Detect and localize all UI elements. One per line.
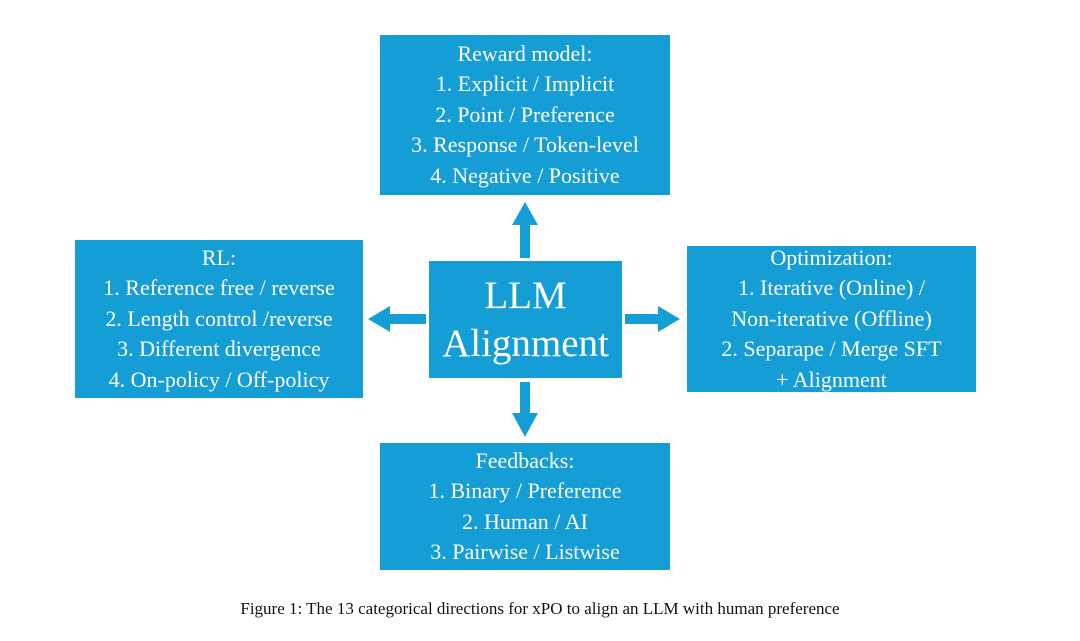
arrow-right: [625, 306, 680, 332]
reward-model-box: Reward model: 1. Explicit / Implicit 2. …: [380, 35, 670, 195]
optimization-heading: Optimization:: [770, 244, 893, 270]
reward-model-item: 1. Explicit / Implicit: [435, 71, 615, 97]
feedbacks-item: 1. Binary / Preference: [428, 478, 622, 503]
feedbacks-box: Feedbacks: 1. Binary / Preference 2. Hum…: [380, 443, 670, 570]
figure-caption: Figure 1: The 13 categorical directions …: [240, 599, 840, 618]
center-title-line: Alignment: [442, 321, 609, 365]
reward-model-item: 3. Response / Token-level: [411, 132, 639, 158]
rl-box: RL: 1. Reference free / reverse 2. Lengt…: [75, 240, 363, 398]
llm-alignment-box: LLM Alignment: [429, 261, 622, 378]
feedbacks-item: 3. Pairwise / Listwise: [430, 539, 620, 564]
arrow-up: [512, 202, 538, 258]
rl-item: 3. Different divergence: [117, 336, 321, 362]
reward-model-item: 4. Negative / Positive: [430, 162, 620, 188]
reward-model-heading: Reward model:: [457, 40, 593, 66]
feedbacks-heading: Feedbacks:: [475, 447, 575, 473]
optimization-box: Optimization: 1. Iterative (Online) / No…: [687, 244, 976, 392]
optimization-item: 1. Iterative (Online) /: [738, 275, 925, 301]
rl-item: 2. Length control /reverse: [105, 305, 333, 331]
optimization-item: + Alignment: [776, 366, 887, 392]
feedbacks-item: 2. Human / AI: [462, 508, 588, 534]
center-title-line: LLM: [484, 273, 567, 317]
reward-model-item: 2. Point / Preference: [435, 101, 615, 127]
arrow-down: [512, 382, 538, 437]
arrow-left: [368, 306, 426, 332]
rl-item: 1. Reference free / reverse: [103, 275, 335, 301]
rl-item: 4. On-policy / Off-policy: [108, 366, 330, 392]
optimization-item: Non-iterative (Offline): [731, 305, 932, 331]
optimization-item: 2. Separape / Merge SFT: [721, 336, 942, 362]
rl-heading: RL:: [201, 244, 237, 270]
